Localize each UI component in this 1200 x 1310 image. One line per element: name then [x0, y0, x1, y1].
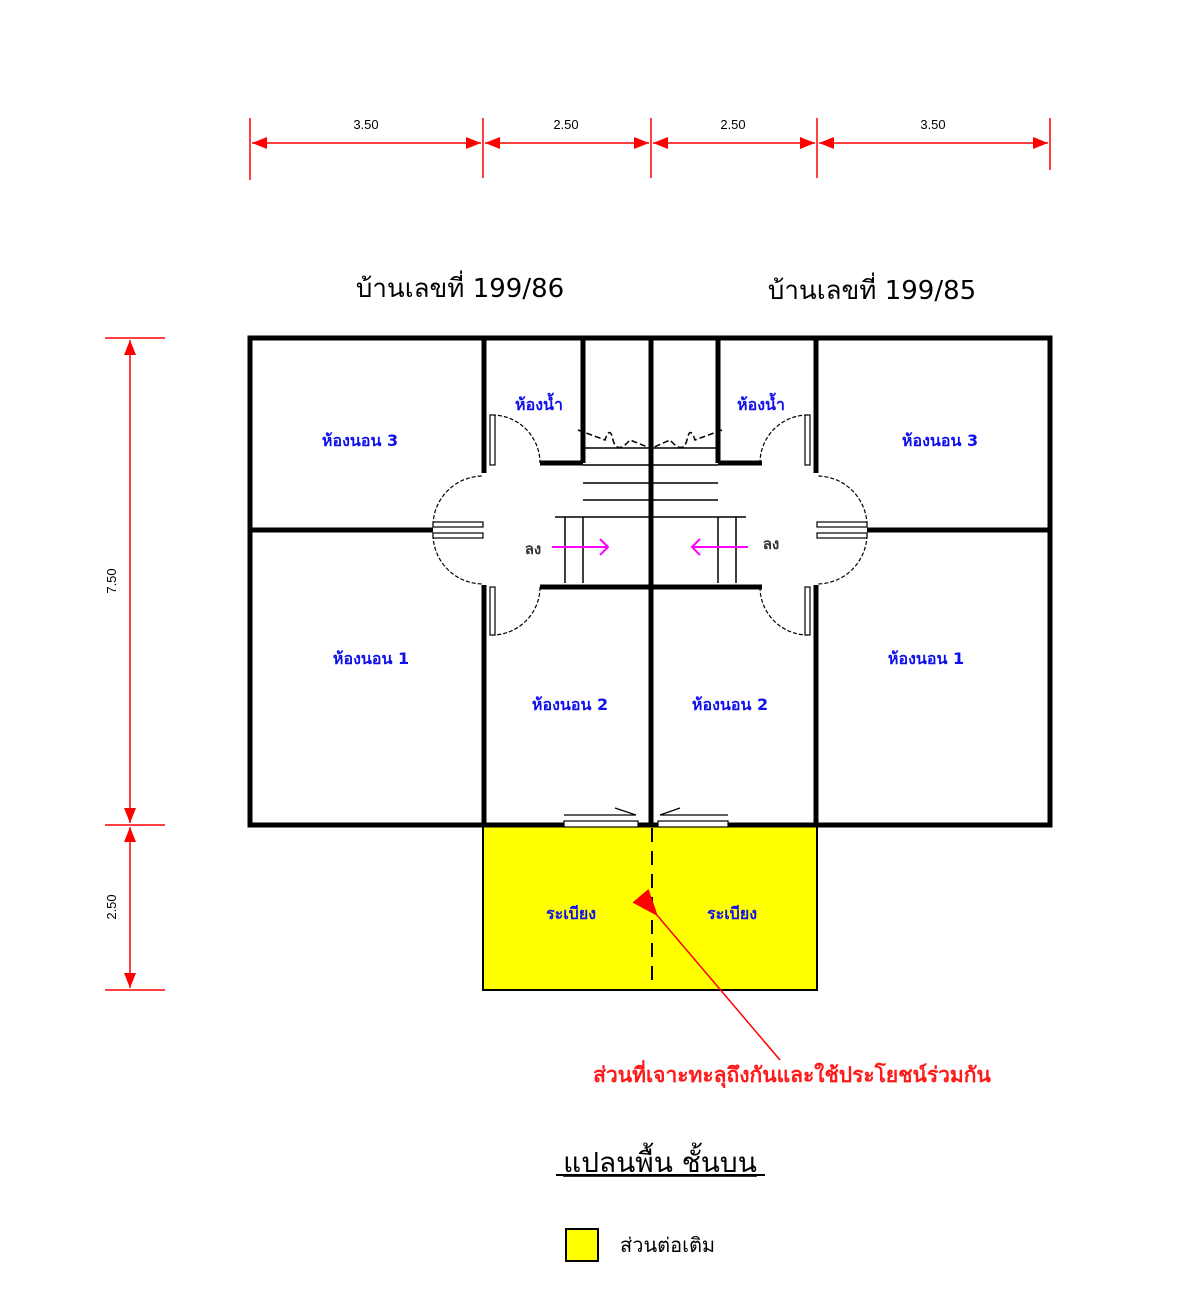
room-label-left-bedroom1: ห้องนอน 1: [333, 649, 409, 668]
legend-swatch: [565, 1228, 599, 1262]
room-label-left-bedroom2: ห้องนอน 2: [532, 695, 608, 714]
dimension-label: 7.50: [104, 568, 119, 593]
room-label-left-bedroom3: ห้องนอน 3: [322, 431, 398, 450]
stair-down-label-left: ลง: [525, 540, 542, 558]
annotation-text: ส่วนที่เจาะทะลุถึงกันและใช้ประโยชน์ร่วมก…: [593, 1059, 991, 1089]
dimension-label: 3.50: [920, 117, 945, 132]
room-label-right-bedroom1: ห้องนอน 1: [888, 649, 964, 668]
walls: [247, 335, 1053, 828]
stair-down-label-right: ลง: [763, 535, 780, 553]
stair-down-arrows: [552, 538, 748, 556]
vertical-dimensions: [105, 337, 165, 991]
dimension-label: 2.50: [720, 117, 745, 132]
room-label-right-bathroom: ห้องน้ำ: [737, 392, 785, 414]
dimension-label: 2.50: [104, 894, 119, 919]
dimension-label: 3.50: [353, 117, 378, 132]
porch-extension: [482, 824, 818, 991]
room-label-left-bathroom: ห้องน้ำ: [515, 392, 563, 414]
stairs: [555, 429, 746, 583]
room-label-right-bedroom2: ห้องนอน 2: [692, 695, 768, 714]
horizontal-dimensions: [249, 118, 1051, 180]
doors: [432, 414, 868, 828]
legend-label: ส่วนต่อเติม: [620, 1233, 715, 1257]
dimension-label: 2.50: [553, 117, 578, 132]
room-label-right-porch: ระเบียง: [707, 904, 757, 923]
house-title-right: บ้านเลขที่ 199/85: [768, 272, 976, 306]
plan-title: แปลนพื้น ชั้นบน: [563, 1142, 757, 1179]
annotation-arrow: [632, 888, 781, 1061]
room-label-left-porch: ระเบียง: [546, 904, 596, 923]
room-label-right-bedroom3: ห้องนอน 3: [902, 431, 978, 450]
house-title-left: บ้านเลขที่ 199/86: [356, 270, 564, 304]
